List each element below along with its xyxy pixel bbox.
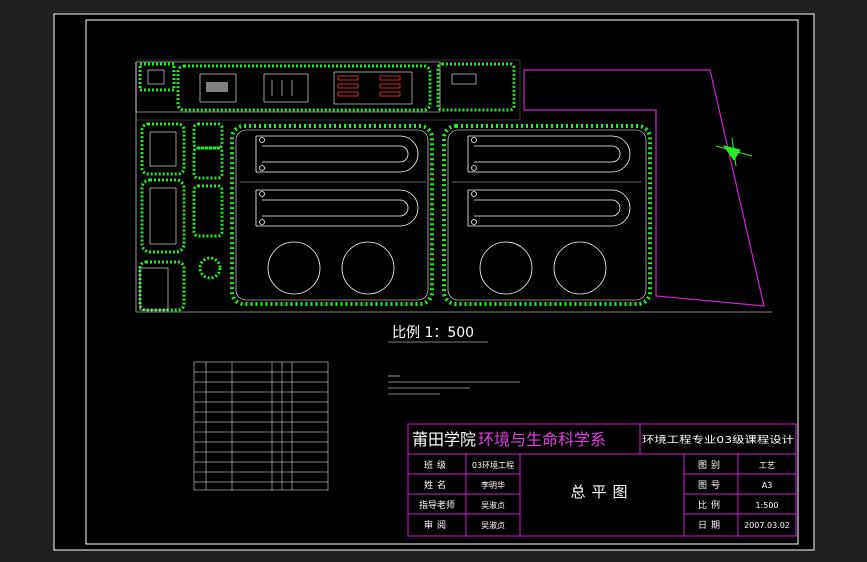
north-arrow-icon [715,137,753,167]
tb-label-date: 日期 [698,520,724,531]
vegetation-left-1 [140,122,186,176]
tb-label-class: 班级 [424,459,450,471]
vegetation-block-2 [442,124,652,306]
vegetation-left-2 [192,122,224,150]
drawing-sheet [53,13,815,551]
tb-value-name: 李明华 [481,480,505,490]
tb-value-class: 03环境工程 [472,460,514,470]
tb-label-number: 图号 [698,480,724,491]
clarifier-4 [553,241,607,295]
clarifier-1 [267,241,321,295]
clarifier-2 [341,241,395,295]
tb-label-review: 审阅 [424,519,450,531]
vegetation-left-5 [192,184,224,238]
title-block: 莆田学院 环境与生命科学系 环境工程专业03级课程设计 总平图 班级 03环境工… [407,423,797,537]
tb-value-date: 2007.03.02 [744,521,790,530]
tb-value-scale: 1:500 [755,501,778,510]
oxidation-ditch-1a [255,135,419,173]
vegetation-left-4 [140,178,186,254]
left-buildings [138,122,224,312]
design-notes [388,375,520,395]
tb-label-advisor: 指导老师 [419,499,455,511]
vegetation-green-top-right [436,62,516,112]
school-name: 莆田学院 [412,430,476,449]
clarifier-3 [479,241,533,295]
building-office [199,73,237,103]
tb-value-category: 工艺 [759,461,775,470]
project-name: 环境工程专业03级课程设计 [642,434,795,446]
top-facilities [138,62,516,112]
structure-list-table [193,361,329,491]
vegetation-block-1 [230,124,434,306]
tb-label-name: 姓名 [424,479,450,491]
tb-value-review: 吴淑贞 [481,520,505,530]
tb-value-number: A3 [762,481,773,490]
vegetation-small-round [198,256,222,280]
tb-label-category: 图别 [698,460,724,471]
title-block-frame [407,423,797,537]
building-gatehouse [138,62,176,92]
drawing-title: 总平图 [570,483,633,501]
treatment-block-1 [230,124,434,306]
oxidation-ditch-1b [255,189,419,227]
site-plan [135,59,772,313]
site-outline [136,59,521,121]
tb-value-advisor: 吴淑贞 [481,500,505,510]
oxidation-ditch-2a [467,135,631,173]
inner-frame [85,19,799,545]
tb-label-scale: 比例 [698,499,724,511]
treatment-block-2 [442,124,652,306]
scale-label: 比例 1：500 [392,325,474,341]
building-pump-house [263,73,309,103]
oxidation-ditch-2b [467,189,631,227]
vegetation-strip-top [176,64,432,112]
department-name: 环境与生命科学系 [478,430,606,449]
extension-area-boundary [523,69,765,307]
vegetation-left-3 [192,146,224,180]
building-blower-room [333,71,413,105]
